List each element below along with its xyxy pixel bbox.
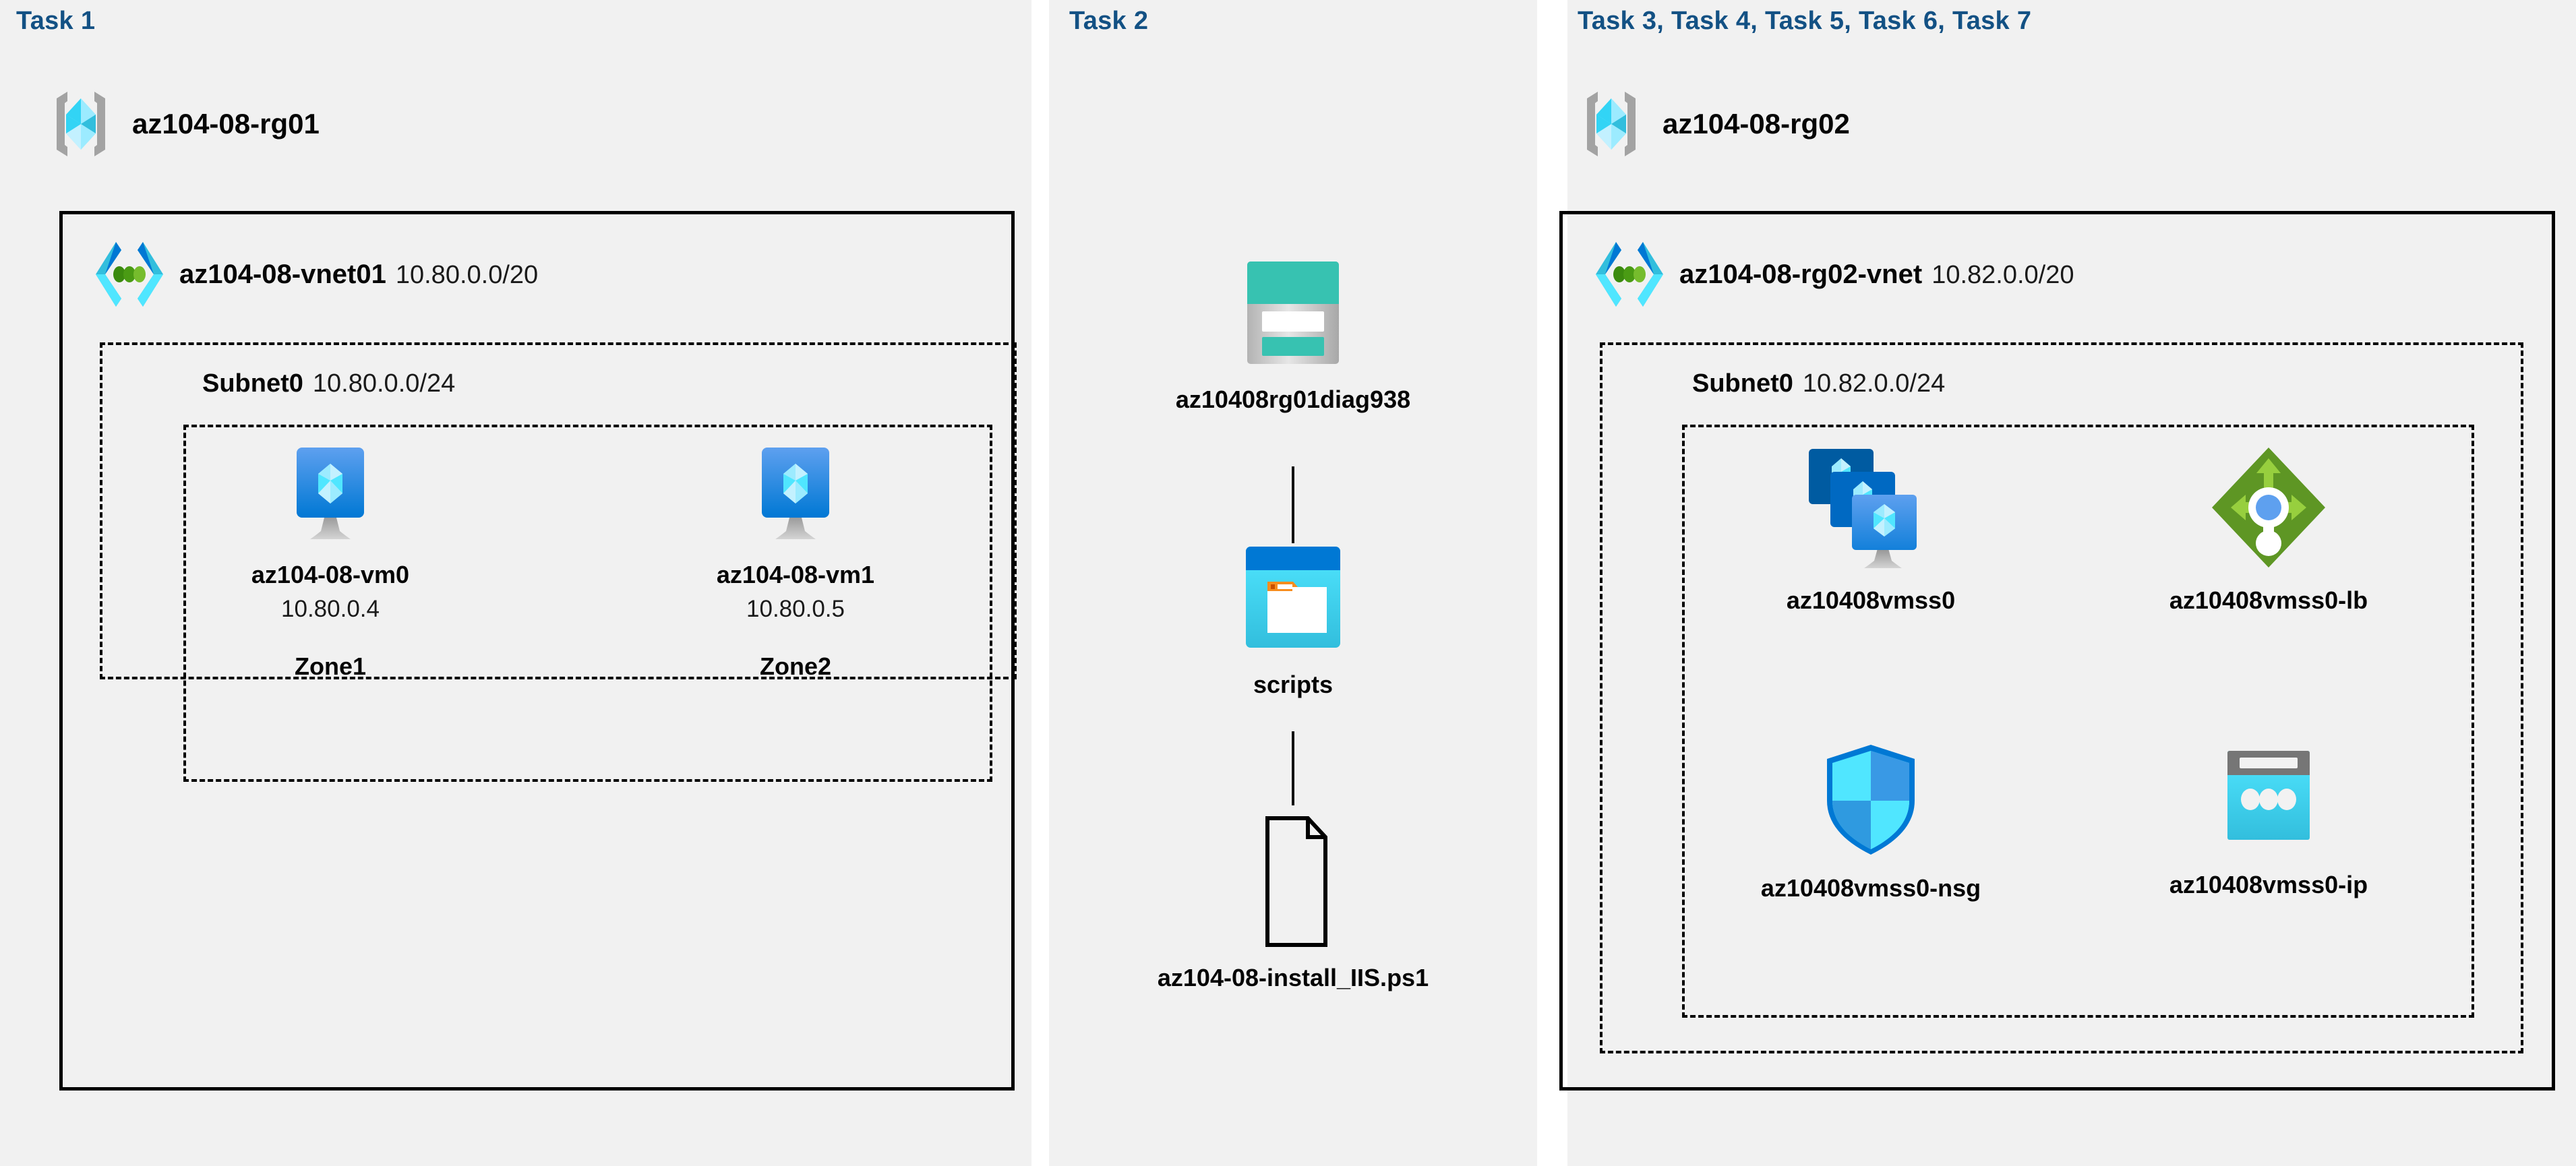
task-label-3: Task 3, Task 4, Task 5, Task 6, Task 7 xyxy=(1578,7,2032,35)
panel-task-1: Task 1 az104-08-rg01 xyxy=(0,0,1031,1166)
subnet-name-task1: Subnet0 xyxy=(202,369,303,398)
public-ip-address-icon xyxy=(2218,748,2319,856)
vnet-cidr-task1: 10.80.0.0/20 xyxy=(395,260,539,289)
vm-node-1[interactable]: az104-08-vm1 10.80.0.5 Zone2 xyxy=(674,445,917,681)
vm-name-1: az104-08-vm1 xyxy=(716,561,875,588)
blob-container-name: scripts xyxy=(1253,671,1334,698)
vnet-boundary-task1 xyxy=(59,211,1015,1091)
script-file-node[interactable]: az104-08-install_IIS.ps1 xyxy=(1049,814,1537,992)
vnet-name-task1: az104-08-vnet01 xyxy=(179,259,386,289)
storage-account-node[interactable]: az10408rg01diag938 xyxy=(1049,256,1537,414)
script-file-name: az104-08-install_IIS.ps1 xyxy=(1157,964,1429,991)
blob-container-node[interactable]: scripts xyxy=(1049,543,1537,699)
vm-scale-set-icon xyxy=(1803,443,1938,572)
virtual-network-icon xyxy=(1594,239,1665,309)
subnet-boundary-task1 xyxy=(100,342,1017,679)
resource-group-icon xyxy=(1578,88,1645,160)
vmss-node[interactable]: az10408vmss0 xyxy=(1729,443,2012,615)
resource-group-task3: az104-08-rg02 xyxy=(1578,88,1850,160)
public-ip-name: az10408vmss0-ip xyxy=(2169,871,2368,898)
task-label-2: Task 2 xyxy=(1069,7,1149,35)
load-balancer-node[interactable]: az10408vmss0-lb xyxy=(2127,443,2410,615)
subnet-header-task3: Subnet0 10.82.0.0/24 xyxy=(1692,369,1945,398)
virtual-network-icon xyxy=(94,239,164,309)
storage-account-icon xyxy=(1232,256,1354,371)
panel-task-3-7: Task 3, Task 4, Task 5, Task 6, Task 7 a… xyxy=(1559,0,2576,1166)
vnet-header-task1: az104-08-vnet01 10.80.0.0/20 xyxy=(94,239,538,309)
vm-node-0[interactable]: az104-08-vm0 10.80.0.4 Zone1 xyxy=(209,445,452,681)
storage-account-name: az10408rg01diag938 xyxy=(1175,386,1411,413)
resource-group-name-task3: az104-08-rg02 xyxy=(1663,108,1850,140)
nsg-name: az10408vmss0-nsg xyxy=(1760,874,1981,902)
load-balancer-name: az10408vmss0-lb xyxy=(2169,586,2368,614)
connector-storage-to-container xyxy=(1292,466,1294,543)
vnet-cidr-task3: 10.82.0.0/20 xyxy=(1931,260,2074,289)
vm-zone-0: Zone1 xyxy=(294,652,366,680)
resource-group-boundary-task3 xyxy=(1682,425,2474,1018)
task-label-1: Task 1 xyxy=(16,7,96,35)
panel-task-2: Task 2 az10408rg01diag938 xyxy=(1049,0,1537,1166)
subnet-name-task3: Subnet0 xyxy=(1692,369,1793,398)
connector-container-to-file xyxy=(1292,731,1294,805)
vmss-name: az10408vmss0 xyxy=(1786,586,1956,614)
resource-group-name-task1: az104-08-rg01 xyxy=(132,108,320,140)
nsg-node[interactable]: az10408vmss0-nsg xyxy=(1729,741,2012,902)
virtual-machine-icon xyxy=(290,445,371,546)
vm-ip-1: 10.80.0.5 xyxy=(746,596,845,622)
blob-container-icon xyxy=(1236,543,1350,656)
subnet-header-task1: Subnet0 10.80.0.0/24 xyxy=(202,369,455,398)
subnet-cidr-task3: 10.82.0.0/24 xyxy=(1802,369,1946,398)
file-icon xyxy=(1253,814,1334,949)
vnet-name-task3: az104-08-rg02-vnet xyxy=(1679,259,1923,289)
load-balancer-icon xyxy=(2208,443,2329,572)
resource-group-task1: az104-08-rg01 xyxy=(47,88,320,160)
vnet-boundary-task3 xyxy=(1559,211,2555,1091)
resource-group-icon xyxy=(47,88,115,160)
vm-group-boundary-task1 xyxy=(183,425,992,782)
virtual-machine-icon xyxy=(755,445,836,546)
public-ip-node[interactable]: az10408vmss0-ip xyxy=(2127,748,2410,899)
subnet-cidr-task1: 10.80.0.0/24 xyxy=(312,369,456,398)
subnet-boundary-task3 xyxy=(1600,342,2523,1053)
network-security-group-icon xyxy=(1820,741,1921,859)
vm-zone-1: Zone2 xyxy=(759,652,831,680)
vm-name-0: az104-08-vm0 xyxy=(251,561,410,588)
vm-ip-0: 10.80.0.4 xyxy=(281,596,380,622)
vnet-header-task3: az104-08-rg02-vnet 10.82.0.0/20 xyxy=(1594,239,2074,309)
